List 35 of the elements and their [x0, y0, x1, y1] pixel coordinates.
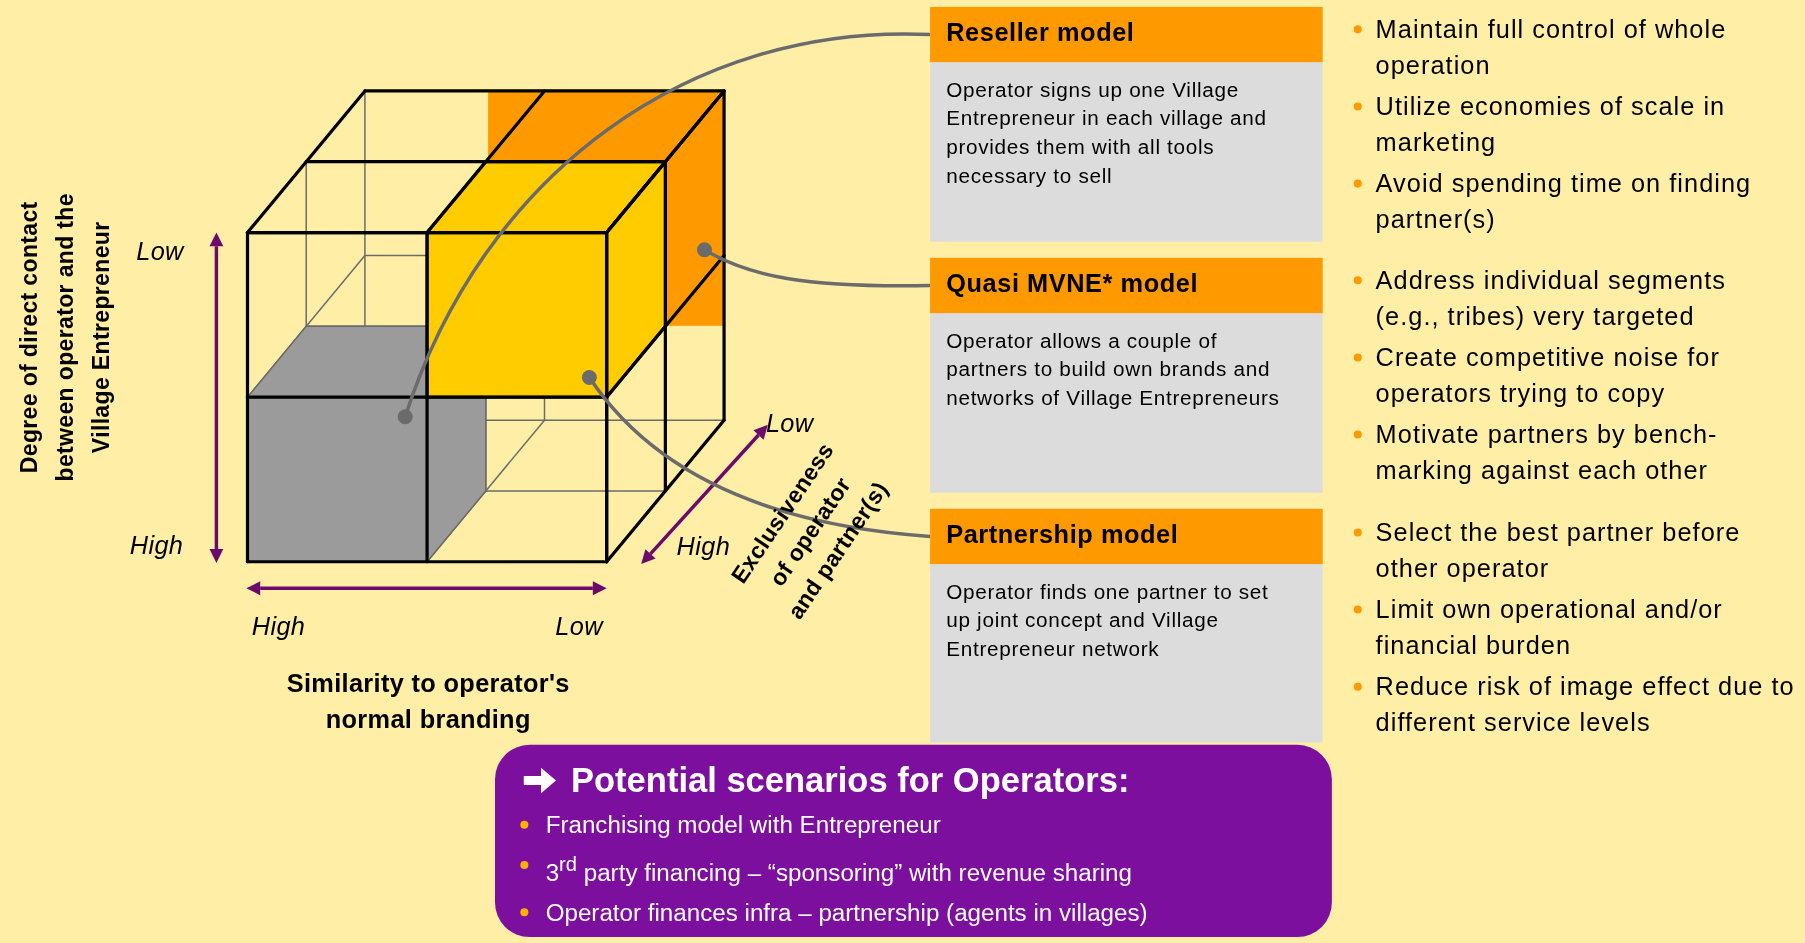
bullet-item: Maintain full control of whole operation [1352, 11, 1796, 83]
bullet-item: Address individual segments (e.g., tribes) very targeted [1352, 262, 1796, 334]
model-card [930, 6, 1323, 242]
bullet-item: Reduce risk of image effect due to different service levels [1352, 668, 1796, 741]
card-text: Operator signs up one Village Entrepreneur in each village and provides them with all tools necessary to sell [945, 77, 1268, 190]
bullet-item: Limit own operational and/or financial burden [1352, 591, 1796, 664]
bullet-item: Franchising model with Entrepreneur [515, 809, 1312, 841]
scenario-panel [495, 744, 1332, 938]
axis-value: Low [135, 237, 186, 268]
bullet-item: 3$^{rd}$ party financing – “sponsoring” with revenue sharing [515, 849, 1312, 888]
cube-block [246, 325, 487, 563]
axis-value: High [250, 612, 307, 643]
model-card [930, 257, 1323, 493]
leader-line [397, 32, 931, 425]
card-text: Operator finds one partner to set up joint concept and Village Entrepreneur network [945, 579, 1270, 663]
card-heading: Reseller model [930, 6, 1323, 63]
axis-value: Low [764, 408, 816, 439]
panel-heading: Potential scenarios for Operators: [570, 760, 1130, 801]
bullet-item: Motivate partners by bench-marking against each other [1352, 416, 1796, 489]
bullet-item: Select the best partner before other operator [1352, 514, 1796, 586]
axis-title: Similarity to operator's normal branding [285, 667, 571, 736]
card-text: Operator allows a couple of partners to build own brands and networks of Village Entrepreneurs [945, 328, 1281, 412]
axis-value: High [128, 530, 185, 561]
axis-value: High [675, 531, 731, 562]
card-heading: Partnership model [930, 508, 1323, 565]
bullet-item: Utilize economies of scale in marketing [1352, 88, 1796, 160]
bullet-item: Operator finances infra – partnership (agents in villages) [515, 896, 1312, 928]
card-heading: Quasi MVNE* model [930, 257, 1323, 314]
axis-value: Low [554, 612, 605, 643]
model-card [930, 508, 1323, 743]
axis-title: Degree of direct contact between operator and the Village Entrepreneur [15, 192, 115, 484]
bullet-item: Create competitive noise for operators trying to copy [1352, 339, 1796, 411]
leader-line [581, 370, 931, 539]
leader-line [697, 242, 931, 288]
bullet-item: Avoid spending time on finding partner(s) [1352, 165, 1796, 238]
